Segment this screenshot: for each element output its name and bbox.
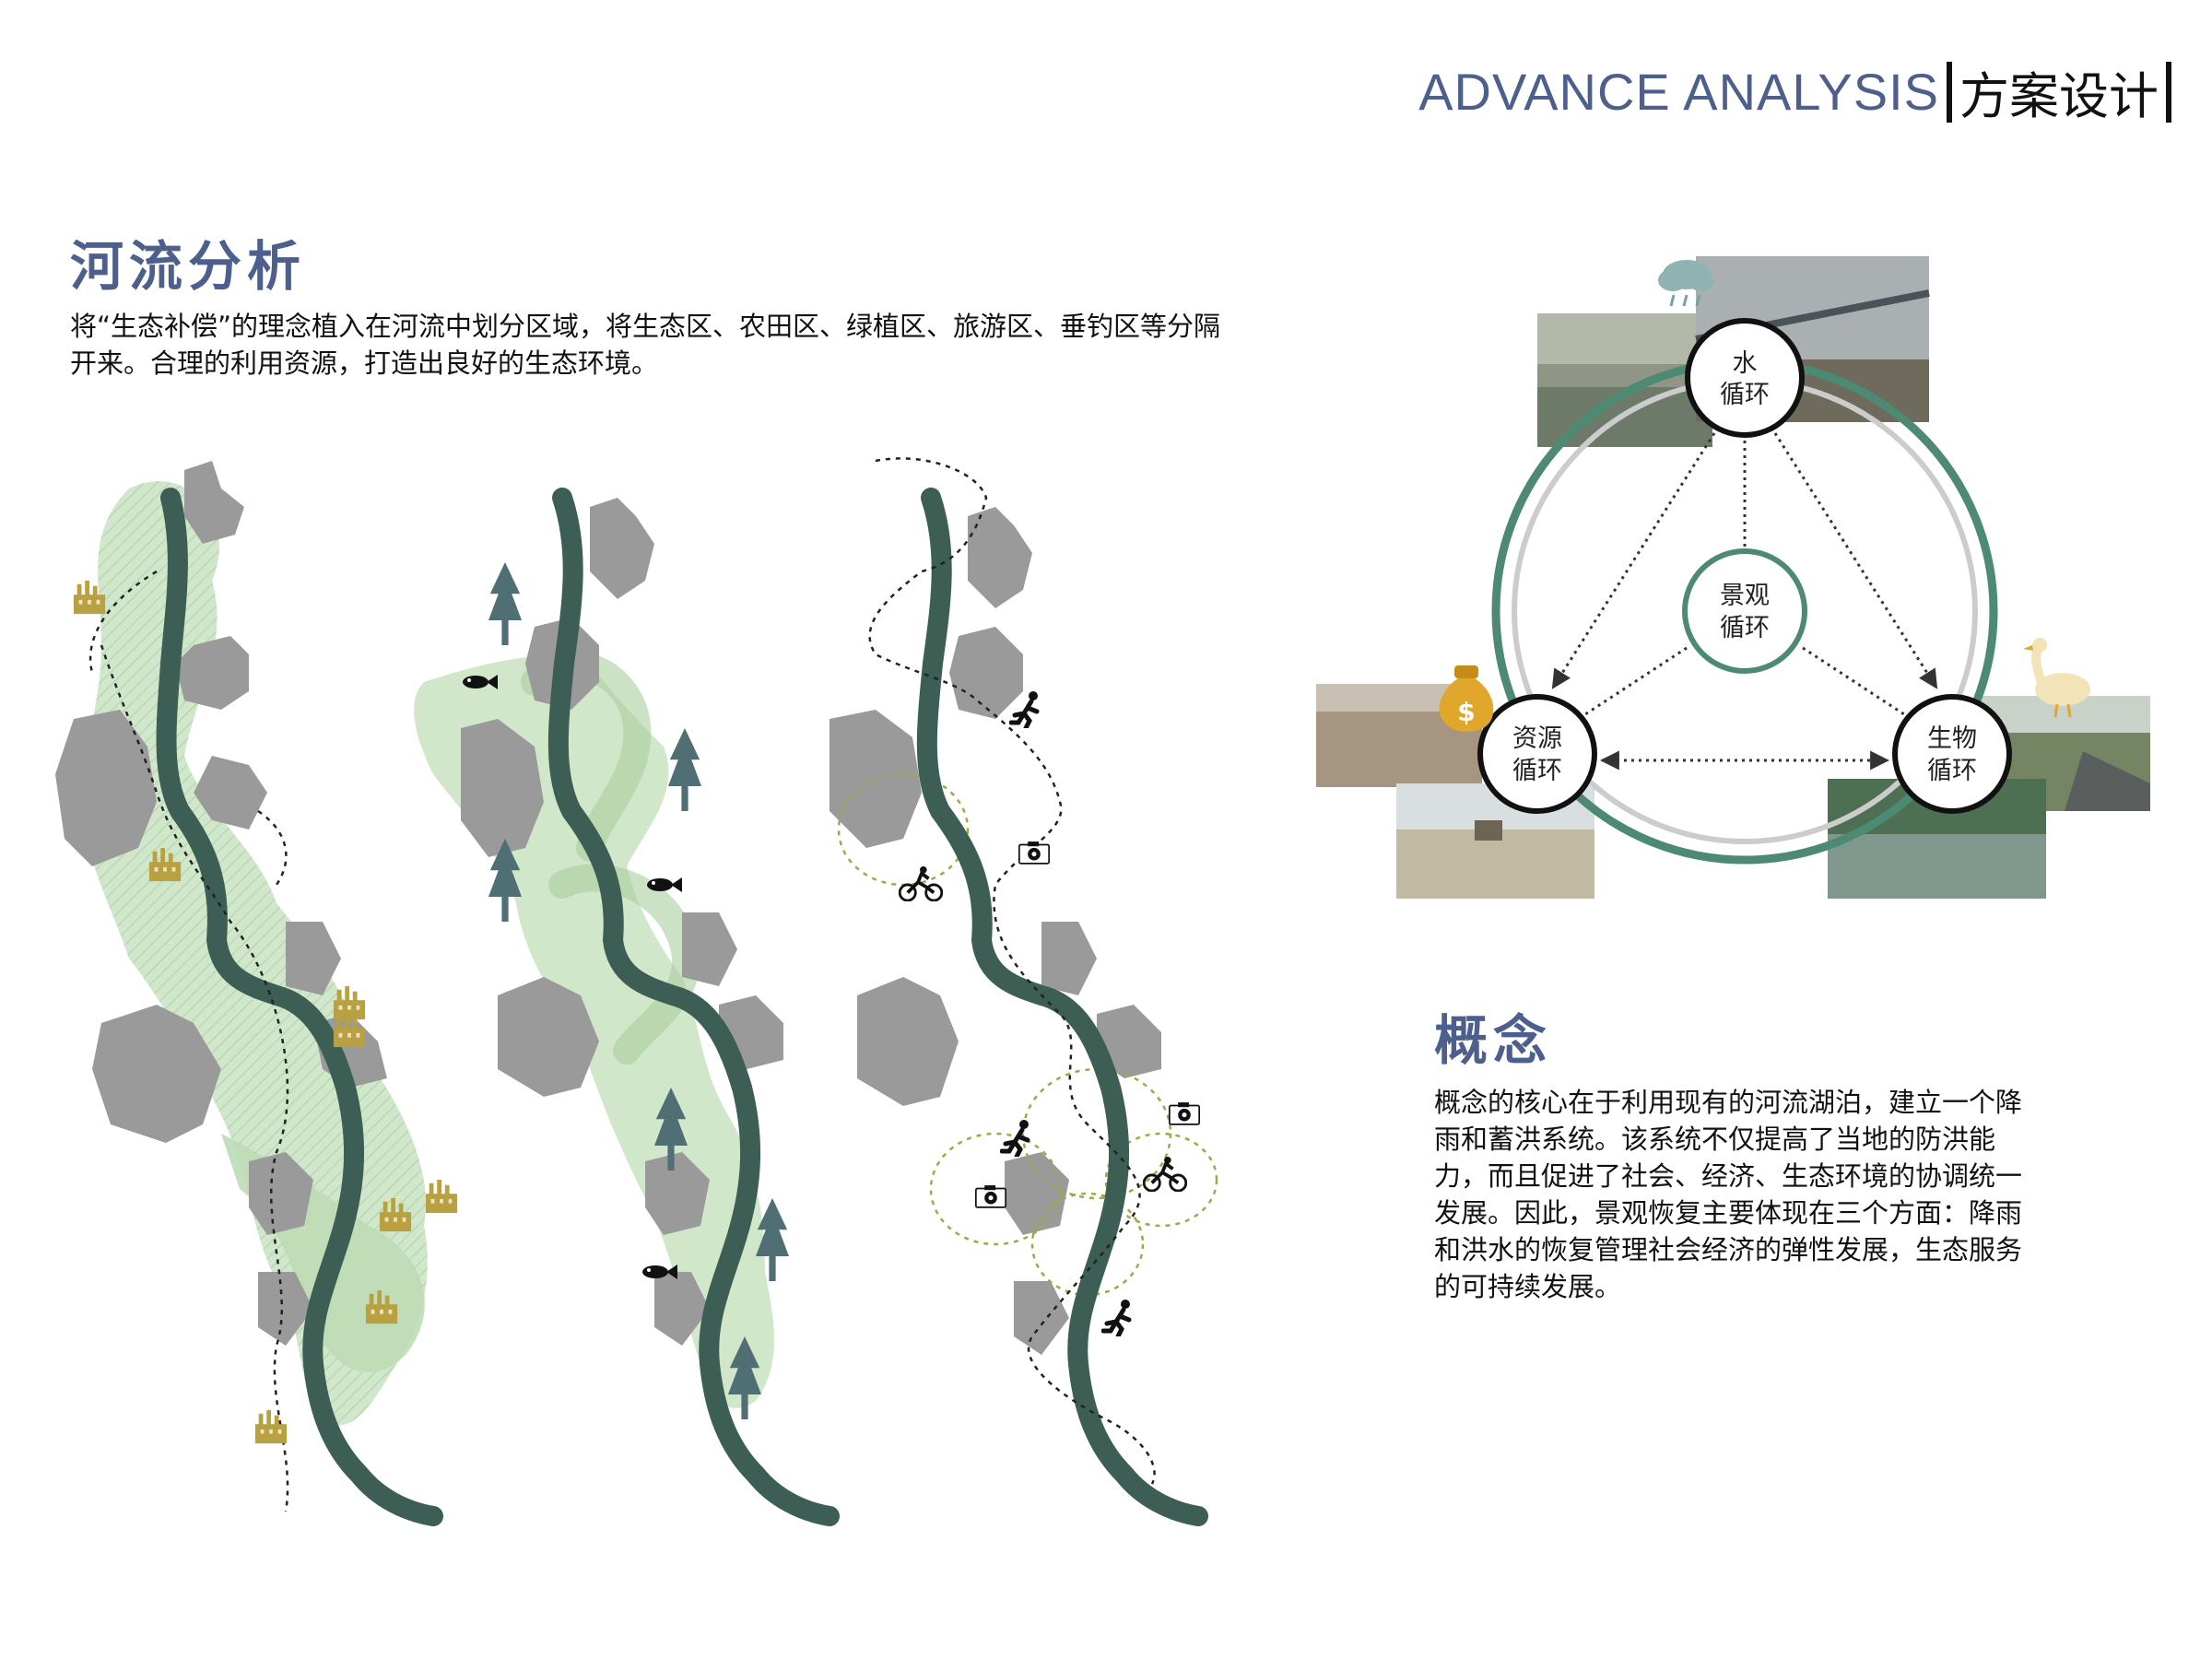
header-chinese: 方案设计 <box>1959 67 2159 125</box>
city-block <box>55 710 157 866</box>
city-block <box>682 912 737 986</box>
city-block <box>1097 1005 1161 1078</box>
city-block <box>968 507 1032 608</box>
city-block <box>92 1005 221 1143</box>
camera-icon <box>975 1184 1006 1208</box>
city-block <box>654 1272 710 1346</box>
concept-description: 概念的核心在于利用现有的河流湖泊，建立一个降雨和蓄洪系统。该系统不仅提高了当地的… <box>1434 1087 2023 1302</box>
node-resource-line1: 资源 <box>1512 724 1562 753</box>
arrow-water-to-biology <box>1773 432 1938 689</box>
road-surface <box>2065 751 2150 811</box>
city-block <box>857 977 959 1106</box>
city-blocks <box>830 507 1161 1355</box>
rain-cloud-icon <box>1658 260 1714 307</box>
concept-title: 概念 <box>1434 1009 1553 1072</box>
arrow-water-to-resource <box>1551 432 1716 689</box>
river-channel <box>916 488 1208 1526</box>
tourism-loop <box>1104 1132 1218 1228</box>
node-biology-line2: 循环 <box>1927 757 1977 785</box>
trail-path <box>88 570 288 886</box>
node-landscape-line2: 循环 <box>1720 614 1770 642</box>
city-block <box>498 977 599 1097</box>
city-block <box>645 1152 710 1235</box>
goose-icon <box>2023 638 2090 718</box>
pine-tree-icon <box>488 562 522 645</box>
river-map-ecology <box>414 488 840 1526</box>
city-block <box>949 627 1023 719</box>
harvester <box>1475 820 1502 841</box>
factory-icon <box>425 1180 458 1214</box>
node-circle <box>1685 318 1805 438</box>
river-map-tourism <box>830 457 1218 1526</box>
money-bag-icon: $ <box>1439 665 1494 732</box>
node-biology-cycle: 生物 循环 <box>1892 694 2012 814</box>
svg-text:$: $ <box>1457 697 1475 727</box>
tourism-loop <box>929 1132 1062 1246</box>
camera-icon <box>1169 1101 1200 1125</box>
city-block <box>194 756 267 830</box>
river-analysis-title: 河流分析 <box>70 235 307 298</box>
runner-icon <box>1103 1300 1130 1336</box>
cyclist-icon <box>1143 1157 1187 1192</box>
node-circle <box>1892 694 2012 814</box>
pine-tree-icon <box>668 728 701 811</box>
node-biology-line1: 生物 <box>1927 724 1977 753</box>
biology-photo-lake-water <box>1828 834 2046 899</box>
node-circle <box>1682 548 1807 674</box>
river-channel <box>156 488 443 1526</box>
river-channel <box>547 488 840 1526</box>
header-divider-left <box>1947 61 1952 123</box>
node-resource-line2: 循环 <box>1512 757 1562 785</box>
tributary-path <box>100 644 289 1512</box>
runner-icon <box>1002 1120 1029 1157</box>
node-water-line2: 循环 <box>1720 381 1770 409</box>
page-header: ADVANCE ANALYSIS 方案设计 <box>1418 55 2179 128</box>
cyclist-icon <box>899 866 943 901</box>
city-block <box>1041 922 1097 995</box>
city-block <box>184 461 244 544</box>
connector-landscape-biology <box>1802 646 1905 716</box>
fish-icon <box>647 877 682 892</box>
river-map-zoning <box>55 461 458 1526</box>
cycle-diagram: 水 循环 景观 循环 资源 循环 生物 循环 <box>1316 256 2150 899</box>
node-water-line1: 水 <box>1733 349 1758 378</box>
camera-icon <box>1018 841 1050 865</box>
city-block <box>1005 1152 1069 1235</box>
city-block <box>461 719 544 857</box>
node-landscape-line1: 景观 <box>1720 582 1770 610</box>
header-english: ADVANCE ANALYSIS <box>1418 63 1939 121</box>
city-block <box>286 922 341 995</box>
node-water-cycle: 水 循环 <box>1685 318 1805 438</box>
node-resource-cycle: 资源 循环 <box>1477 694 1597 814</box>
node-circle <box>1477 694 1597 814</box>
node-landscape-cycle: 景观 循环 <box>1682 548 1807 674</box>
city-block <box>1014 1281 1069 1355</box>
city-block <box>175 636 249 710</box>
city-block <box>590 498 654 599</box>
connector-landscape-resource <box>1584 646 1688 716</box>
river-analysis-description: 将“生态补偿”的理念植入在河流中划分区域，将生态区、农田区、绿植区、旅游区、垂钓… <box>70 311 1221 379</box>
tourism-loop <box>1021 1067 1172 1200</box>
city-block <box>249 1152 313 1235</box>
factory-icon <box>254 1410 288 1444</box>
header-divider-right <box>2166 61 2171 123</box>
city-block <box>258 1272 313 1346</box>
water-photo-left-sky <box>1537 313 1712 364</box>
